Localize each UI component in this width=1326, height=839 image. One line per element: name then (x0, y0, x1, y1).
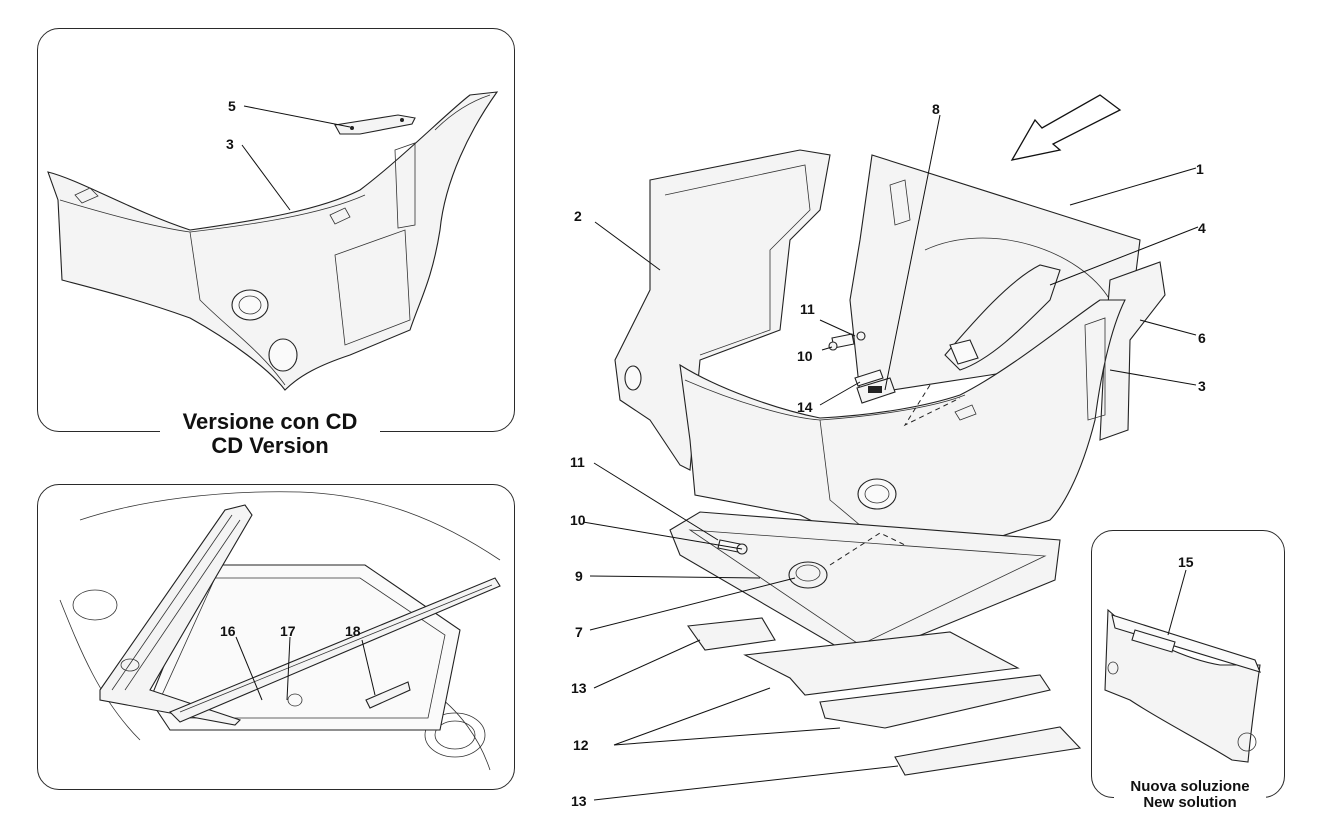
new-solution-drawing (1104, 569, 1261, 763)
callout-10-bottom: 10 (570, 512, 586, 528)
callout-11-top: 11 (800, 301, 815, 317)
callout-16: 16 (220, 623, 236, 639)
callout-13-top: 13 (571, 680, 587, 696)
main-exploded-view (582, 114, 1199, 801)
cd-version-caption: Versione con CD CD Version (160, 410, 380, 458)
callout-12: 12 (573, 737, 589, 753)
side-panel-part-6 (1099, 261, 1166, 441)
bracket-part-4 (944, 264, 1061, 371)
grommet-part-7 (788, 561, 828, 589)
cd-version-caption-it: Versione con CD (182, 409, 358, 434)
trunk-overview-drawing (59, 491, 501, 771)
callout-9: 9 (575, 568, 583, 584)
new-solution-caption: Nuova soluzione New solution (1114, 778, 1266, 812)
tray-part-9 (669, 511, 1061, 661)
callout-17: 17 (280, 623, 296, 639)
cd-version-trim-drawing (47, 91, 499, 391)
mat-part-12b (819, 674, 1051, 729)
callout-6: 6 (1198, 330, 1206, 346)
mat-part-13b (894, 726, 1082, 776)
callout-15: 15 (1178, 554, 1194, 570)
bracket-part-5 (334, 114, 416, 135)
callout-7: 7 (575, 624, 583, 640)
new-solution-caption-en: New solution (1143, 794, 1237, 812)
direction-arrow-icon (1010, 94, 1122, 161)
callout-4: 4 (1198, 220, 1206, 236)
callout-3-main: 3 (1198, 378, 1206, 394)
callout-18: 18 (345, 623, 361, 639)
callout-3-inset: 3 (226, 136, 234, 152)
callout-5: 5 (228, 98, 236, 114)
callout-14: 14 (797, 399, 813, 415)
cd-version-caption-en: CD Version (211, 432, 329, 458)
mat-part-13a (687, 617, 776, 651)
mat-part-12a (743, 631, 1020, 696)
new-solution-caption-it: Nuova soluzione (1130, 778, 1250, 795)
callout-10-top: 10 (797, 348, 813, 364)
callout-2: 2 (574, 208, 582, 224)
callout-1: 1 (1196, 161, 1204, 177)
callout-11-bottom: 11 (570, 454, 585, 470)
callout-8: 8 (932, 101, 940, 117)
callout-13-bottom: 13 (571, 793, 587, 809)
